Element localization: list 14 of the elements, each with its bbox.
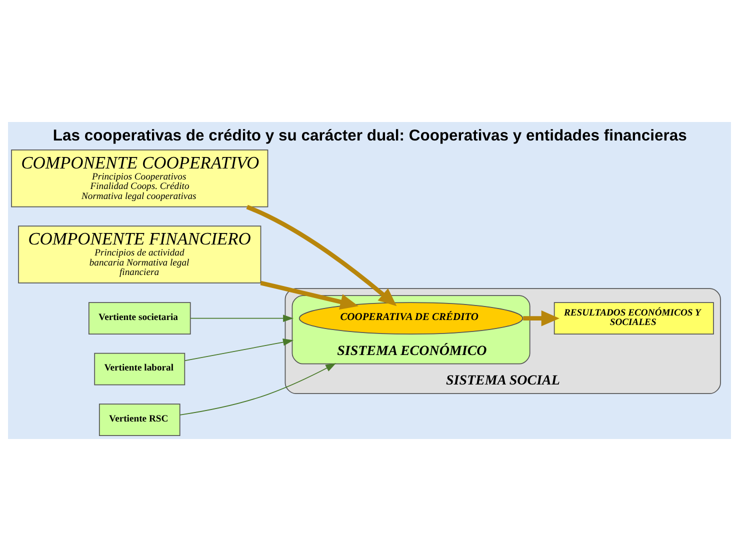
arrow [523, 310, 560, 326]
node-ellipse: COOPERATIVA DE CRÉDITO [298, 302, 524, 334]
node-box: RESULTADOS ECONÓMICOS Y SOCIALES [554, 302, 714, 334]
arrow [260, 280, 358, 310]
arrow [180, 362, 336, 415]
node-box: Vertiente RSC [98, 403, 180, 436]
arrow [184, 338, 294, 361]
node-box: COMPONENTE FINANCIERO Principios de actividad bancaria Normativa legal financiera [18, 225, 262, 283]
node-box: Vertiente societaria [88, 302, 191, 334]
arrow [246, 204, 397, 306]
arrow [190, 314, 294, 322]
diagram-title: Las cooperativas de crédito y su carácter dual: Cooperativas y entidades financieras [52, 127, 687, 144]
node-box: COMPONENTE COOPERATIVO Principios Cooperativos Finalidad Coops. Crédito Normativa legal cooperativas [11, 149, 268, 207]
node-box: Vertiente laboral [94, 352, 186, 385]
